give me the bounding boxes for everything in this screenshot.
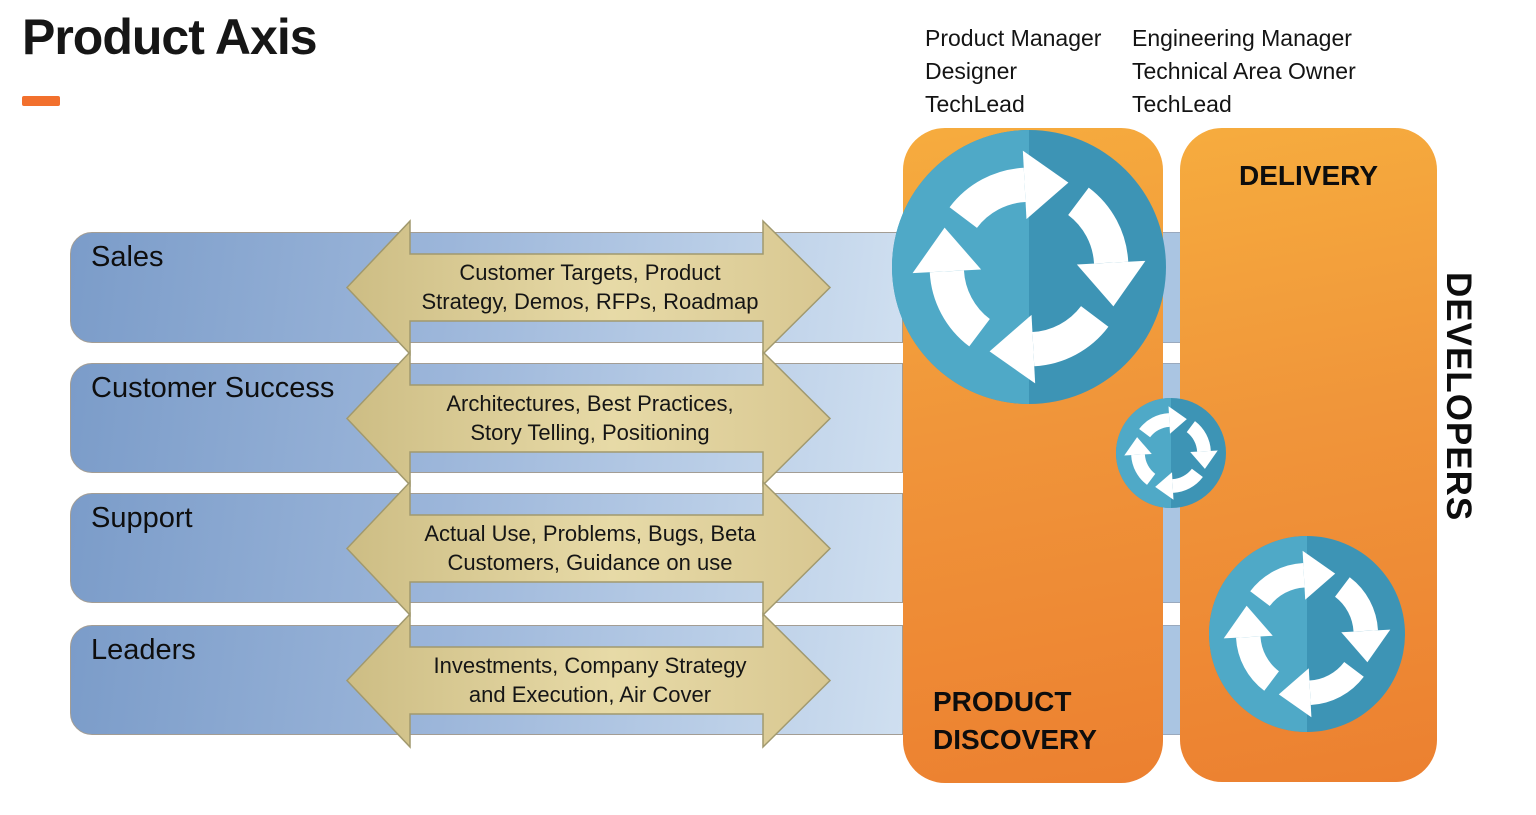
cycle-sync-arrows-icon-small	[1116, 398, 1226, 508]
cycle-sync-arrows-icon-large	[892, 130, 1166, 404]
customer-success-bar-label: Customer Success	[91, 372, 335, 404]
leaders-arrow-line2: and Execution, Air Cover	[468, 682, 712, 707]
delivery-roles-label: Engineering Manager Technical Area Owner…	[1132, 22, 1356, 121]
customer-success-double-arrow-icon	[345, 350, 832, 487]
delivery-role-2: Technical Area Owner	[1132, 58, 1356, 84]
leaders-bar-label: Leaders	[91, 634, 196, 666]
sales-double-arrow-icon	[345, 219, 832, 356]
sales-arrow-line2: Strategy, Demos, RFPs, Roadmap	[421, 289, 759, 314]
support-arrow-line2: Customers, Guidance on use	[447, 550, 733, 575]
sales-arrow-text: Customer Targets, Product Strategy, Demo…	[365, 258, 815, 316]
support-arrow-line1: Actual Use, Problems, Bugs, Beta	[424, 521, 756, 546]
leaders-double-arrow-icon	[345, 612, 832, 749]
leaders-arrow-line1: Investments, Company Strategy	[433, 653, 747, 678]
developers-side-label: DEVELOPERS	[1439, 272, 1478, 522]
delivery-label: DELIVERY	[1239, 160, 1378, 191]
support-arrow-text: Actual Use, Problems, Bugs, Beta Custome…	[365, 519, 815, 577]
page-title: Product Axis	[22, 9, 318, 65]
cycle-sync-arrows-icon-medium	[1209, 536, 1405, 732]
delivery-role-3: TechLead	[1132, 91, 1232, 117]
customer-success-arrow-text: Architectures, Best Practices, Story Tel…	[365, 389, 815, 447]
title-underline-dash	[22, 96, 60, 106]
product-discovery-label-line2: DISCOVERY	[933, 724, 1097, 755]
discovery-role-1: Product Manager	[925, 25, 1102, 51]
discovery-role-2: Designer	[925, 58, 1018, 84]
discovery-role-3: TechLead	[925, 91, 1025, 117]
product-discovery-label-line1: PRODUCT	[933, 686, 1072, 717]
sales-arrow-line1: Customer Targets, Product	[459, 260, 721, 285]
customer-success-arrow-line1: Architectures, Best Practices,	[446, 391, 734, 416]
product-discovery-label: PRODUCT DISCOVERY	[933, 683, 1097, 759]
delivery-role-1: Engineering Manager	[1132, 25, 1352, 51]
support-bar-label: Support	[91, 502, 193, 534]
sales-bar-label: Sales	[91, 241, 164, 273]
support-double-arrow-icon	[345, 480, 832, 617]
leaders-arrow-text: Investments, Company Strategy and Execut…	[365, 651, 815, 709]
discovery-roles-label: Product Manager Designer TechLead	[925, 22, 1101, 121]
customer-success-arrow-line2: Story Telling, Positioning	[470, 420, 710, 445]
